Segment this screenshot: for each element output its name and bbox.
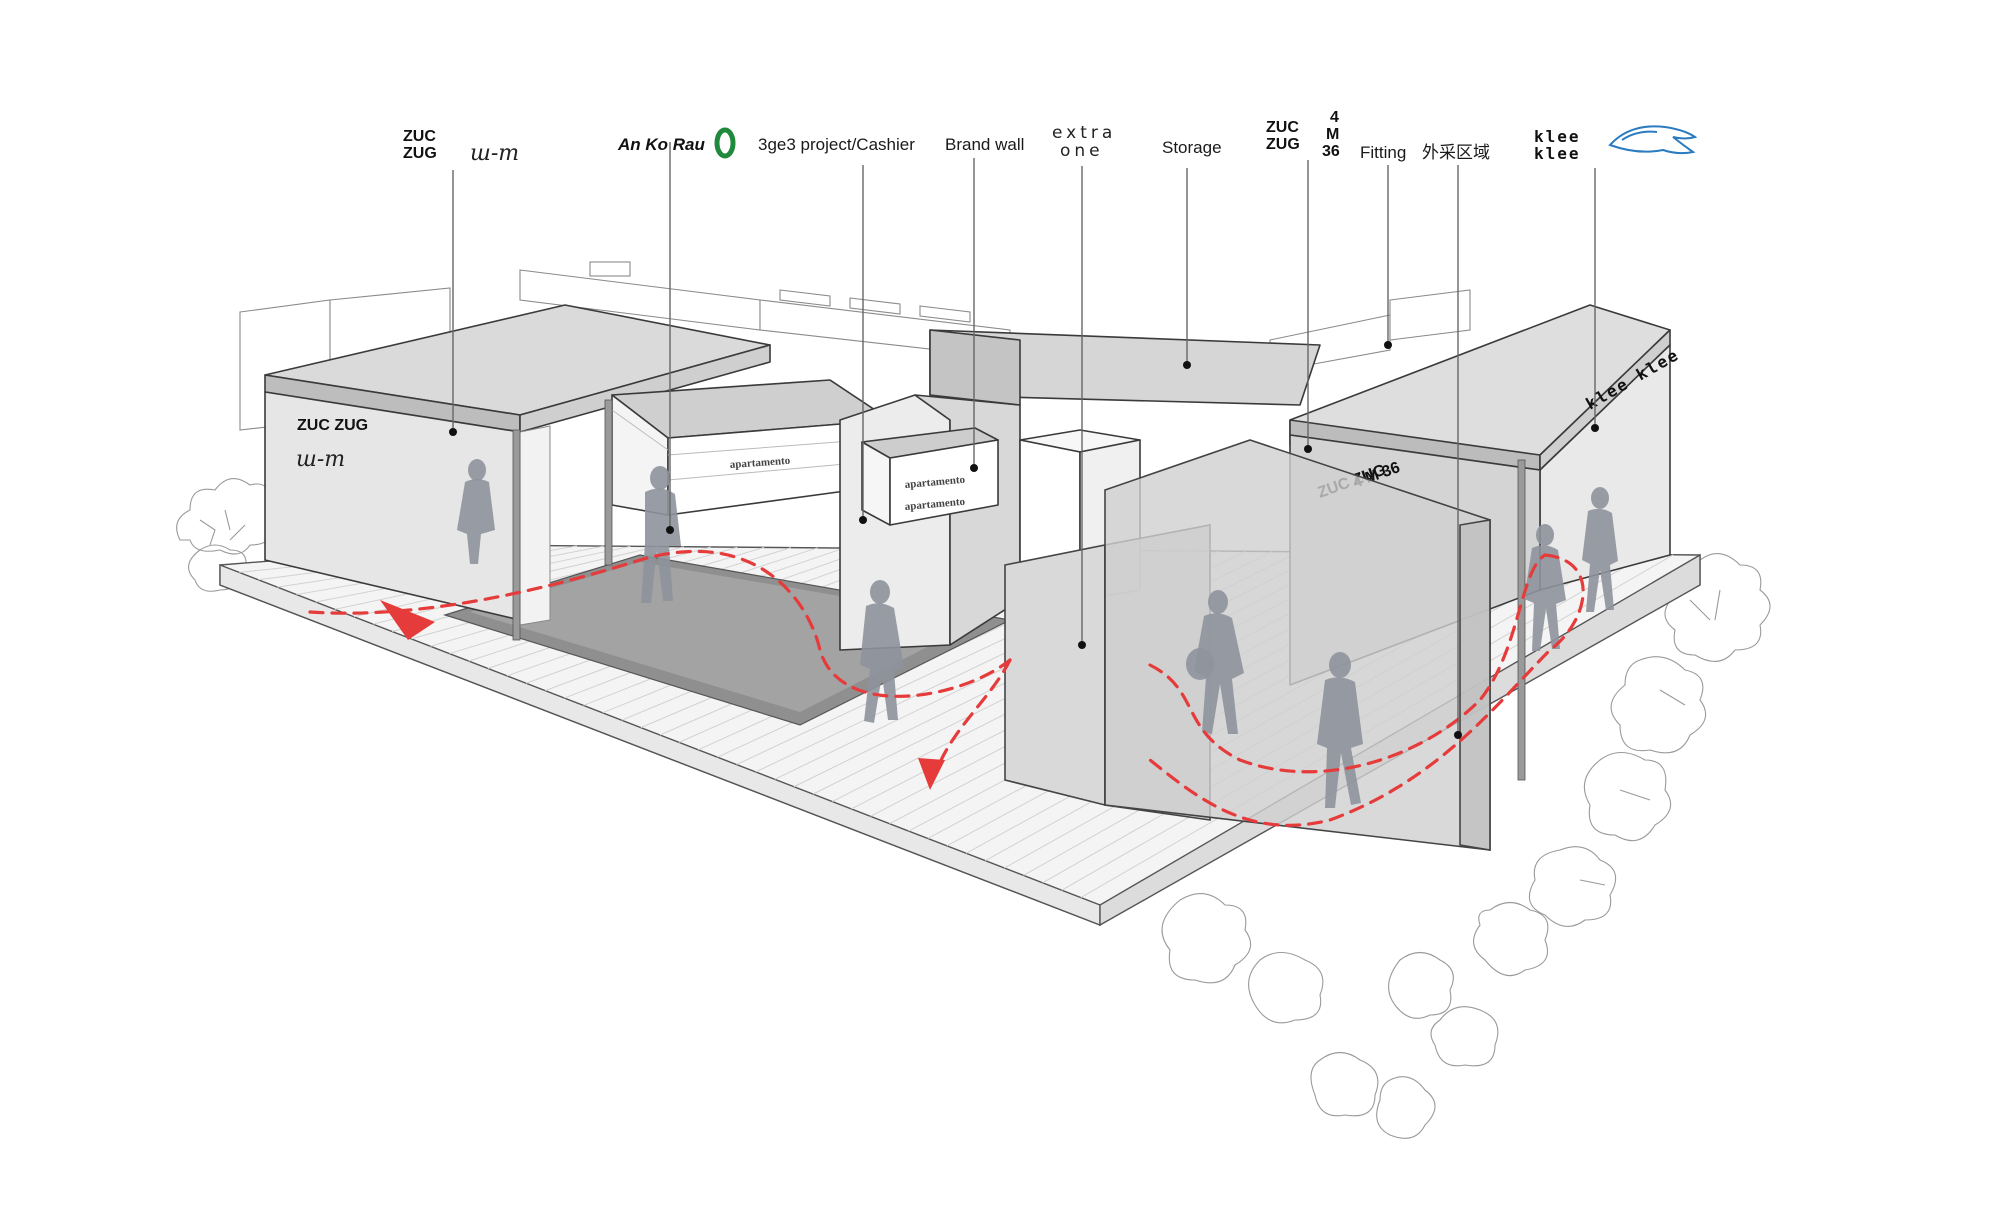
fitting-volume <box>1004 439 1491 851</box>
apartamento-sign-3: apartamento <box>904 496 966 513</box>
person-3 <box>860 580 904 723</box>
top-labels: ZUC ZUG ш-т An Ko Rau 3ge3 project/Cashi… <box>403 109 1698 166</box>
ancorau-leaf-icon <box>714 127 736 159</box>
circulation-route <box>308 549 1585 827</box>
people <box>457 459 1618 808</box>
person-7 <box>1582 487 1618 612</box>
label-zuczug-1: ZUC ZUG <box>403 128 440 162</box>
label-klee: klee klee <box>1534 127 1592 163</box>
label-ancorau: An Ko Rau <box>617 135 706 154</box>
shrubs-right <box>1388 553 1771 1067</box>
rear-building-outline <box>239 261 1471 431</box>
apartamento-sign-2: apartamento <box>904 474 966 491</box>
leader-lines <box>449 142 1599 739</box>
person-4 <box>1186 590 1244 734</box>
route-arrow-down <box>918 758 945 790</box>
zuczug-wall-sign: ZUC ZUG <box>297 417 368 434</box>
person-5 <box>1317 652 1363 808</box>
zuczug-canopy: ZUC ZUG ш-т <box>264 304 771 641</box>
label-4m36: 4 M 36 <box>1322 109 1344 160</box>
label-wm-scribble: ш-т <box>470 141 519 166</box>
apartamento-sign-1: apartamento <box>729 455 791 471</box>
klee-hand-icon <box>1608 125 1698 155</box>
label-zuczug-2: ZUC ZUG <box>1266 119 1303 153</box>
label-fitting: Fitting <box>1360 143 1406 162</box>
label-extra-one: extra one <box>1052 123 1126 161</box>
person-1 <box>457 459 495 564</box>
wm-wall-scribble: ш-т <box>296 447 345 472</box>
brand-wall: apartamento apartamento <box>839 394 1021 651</box>
label-brand-wall: Brand wall <box>945 135 1024 154</box>
route-arrow-left <box>380 600 435 640</box>
person-6 <box>1524 524 1566 651</box>
person-2 <box>641 466 681 603</box>
shrubs-bottom <box>1161 893 1436 1139</box>
storage-block <box>929 329 1321 406</box>
label-project-cashier: 3ge3 project/Cashier <box>758 135 915 154</box>
label-storage: Storage <box>1162 138 1222 157</box>
label-outdoor-area: 外采区域 <box>1422 143 1490 162</box>
